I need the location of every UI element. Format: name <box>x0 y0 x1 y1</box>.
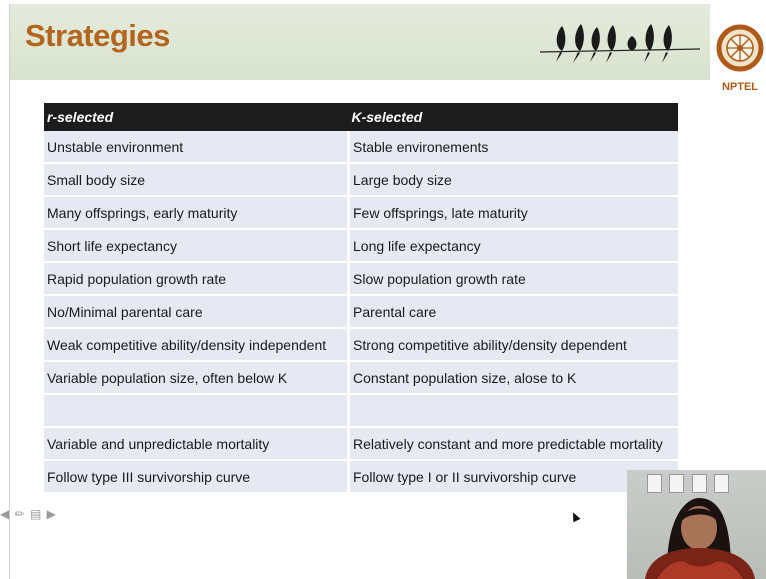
slide-title: Strategies <box>25 18 170 53</box>
r-selected-cell: Small body size <box>44 163 350 197</box>
r-selected-cell <box>44 394 350 428</box>
table-row: Small body size Large body size <box>44 163 678 197</box>
menu-icon[interactable]: ▤ <box>29 507 43 521</box>
table-row: Many offsprings, early maturity Few offs… <box>44 196 678 230</box>
r-selected-cell: Follow type III survivorship curve <box>44 460 350 494</box>
frame-thumbnail <box>691 474 707 493</box>
r-selected-cell: Short life expectancy <box>44 229 350 263</box>
k-selected-cell: Few offsprings, late maturity <box>348 196 678 230</box>
table-row: Follow type III survivorship curve Follo… <box>44 460 678 494</box>
strategies-table: r-selected K-selected Unstable environme… <box>44 103 678 494</box>
table-row: Variable and unpredictable mortality Rel… <box>44 427 678 461</box>
column-header-k-selected: K-selected <box>348 103 678 131</box>
pen-icon[interactable]: ✏ <box>14 507 26 521</box>
k-selected-cell: Constant population size, alose to K <box>348 361 678 395</box>
table-row: Short life expectancy Long life expectan… <box>44 229 678 263</box>
k-selected-cell: Relatively constant and more predictable… <box>348 427 678 461</box>
slide-nav-controls: ◀ ✏ ▤ ▶ <box>0 507 57 521</box>
frame-thumbnail <box>714 474 730 493</box>
table-row-empty <box>44 394 678 428</box>
presenter-silhouette <box>645 498 755 579</box>
arrow-left-icon[interactable]: ◀ <box>0 507 11 521</box>
table-row: Variable population size, often below K … <box>44 361 678 395</box>
k-selected-cell: Long life expectancy <box>348 229 678 263</box>
nptel-logo: NPTEL <box>715 18 765 98</box>
table-row: Unstable environment Stable environement… <box>44 131 678 164</box>
logo-text: NPTEL <box>721 81 759 93</box>
background-frames <box>647 474 732 498</box>
table-header-row: r-selected K-selected <box>44 103 678 131</box>
presenter-webcam <box>627 470 766 579</box>
nptel-emblem-icon <box>716 24 764 72</box>
r-selected-cell: No/Minimal parental care <box>44 295 350 329</box>
frame-thumbnail <box>669 474 685 493</box>
k-selected-cell: Stable environements <box>348 131 678 164</box>
frame-thumbnail <box>647 474 662 493</box>
r-selected-cell: Unstable environment <box>44 131 350 164</box>
k-selected-cell: Follow type I or II survivorship curve <box>348 460 678 494</box>
k-selected-cell: Parental care <box>348 295 678 329</box>
r-selected-cell: Rapid population growth rate <box>44 262 350 296</box>
presentation-slide: Strategies NPT <box>9 4 766 579</box>
r-selected-cell: Weak competitive ability/density indepen… <box>44 328 350 362</box>
k-selected-cell <box>348 394 678 428</box>
table-row: No/Minimal parental care Parental care <box>44 295 678 329</box>
birds-on-wire-icon <box>540 24 700 63</box>
table-row: Weak competitive ability/density indepen… <box>44 328 678 362</box>
table-row: Rapid population growth rate Slow popula… <box>44 262 678 296</box>
column-header-r-selected: r-selected <box>44 103 349 131</box>
r-selected-cell: Variable and unpredictable mortality <box>44 427 350 461</box>
arrow-right-icon[interactable]: ▶ <box>46 507 57 521</box>
r-selected-cell: Variable population size, often below K <box>44 361 350 395</box>
k-selected-cell: Large body size <box>348 163 678 197</box>
k-selected-cell: Strong competitive ability/density depen… <box>348 328 678 362</box>
r-selected-cell: Many offsprings, early maturity <box>44 196 350 230</box>
slide-header: Strategies <box>10 4 710 80</box>
k-selected-cell: Slow population growth rate <box>348 262 678 296</box>
